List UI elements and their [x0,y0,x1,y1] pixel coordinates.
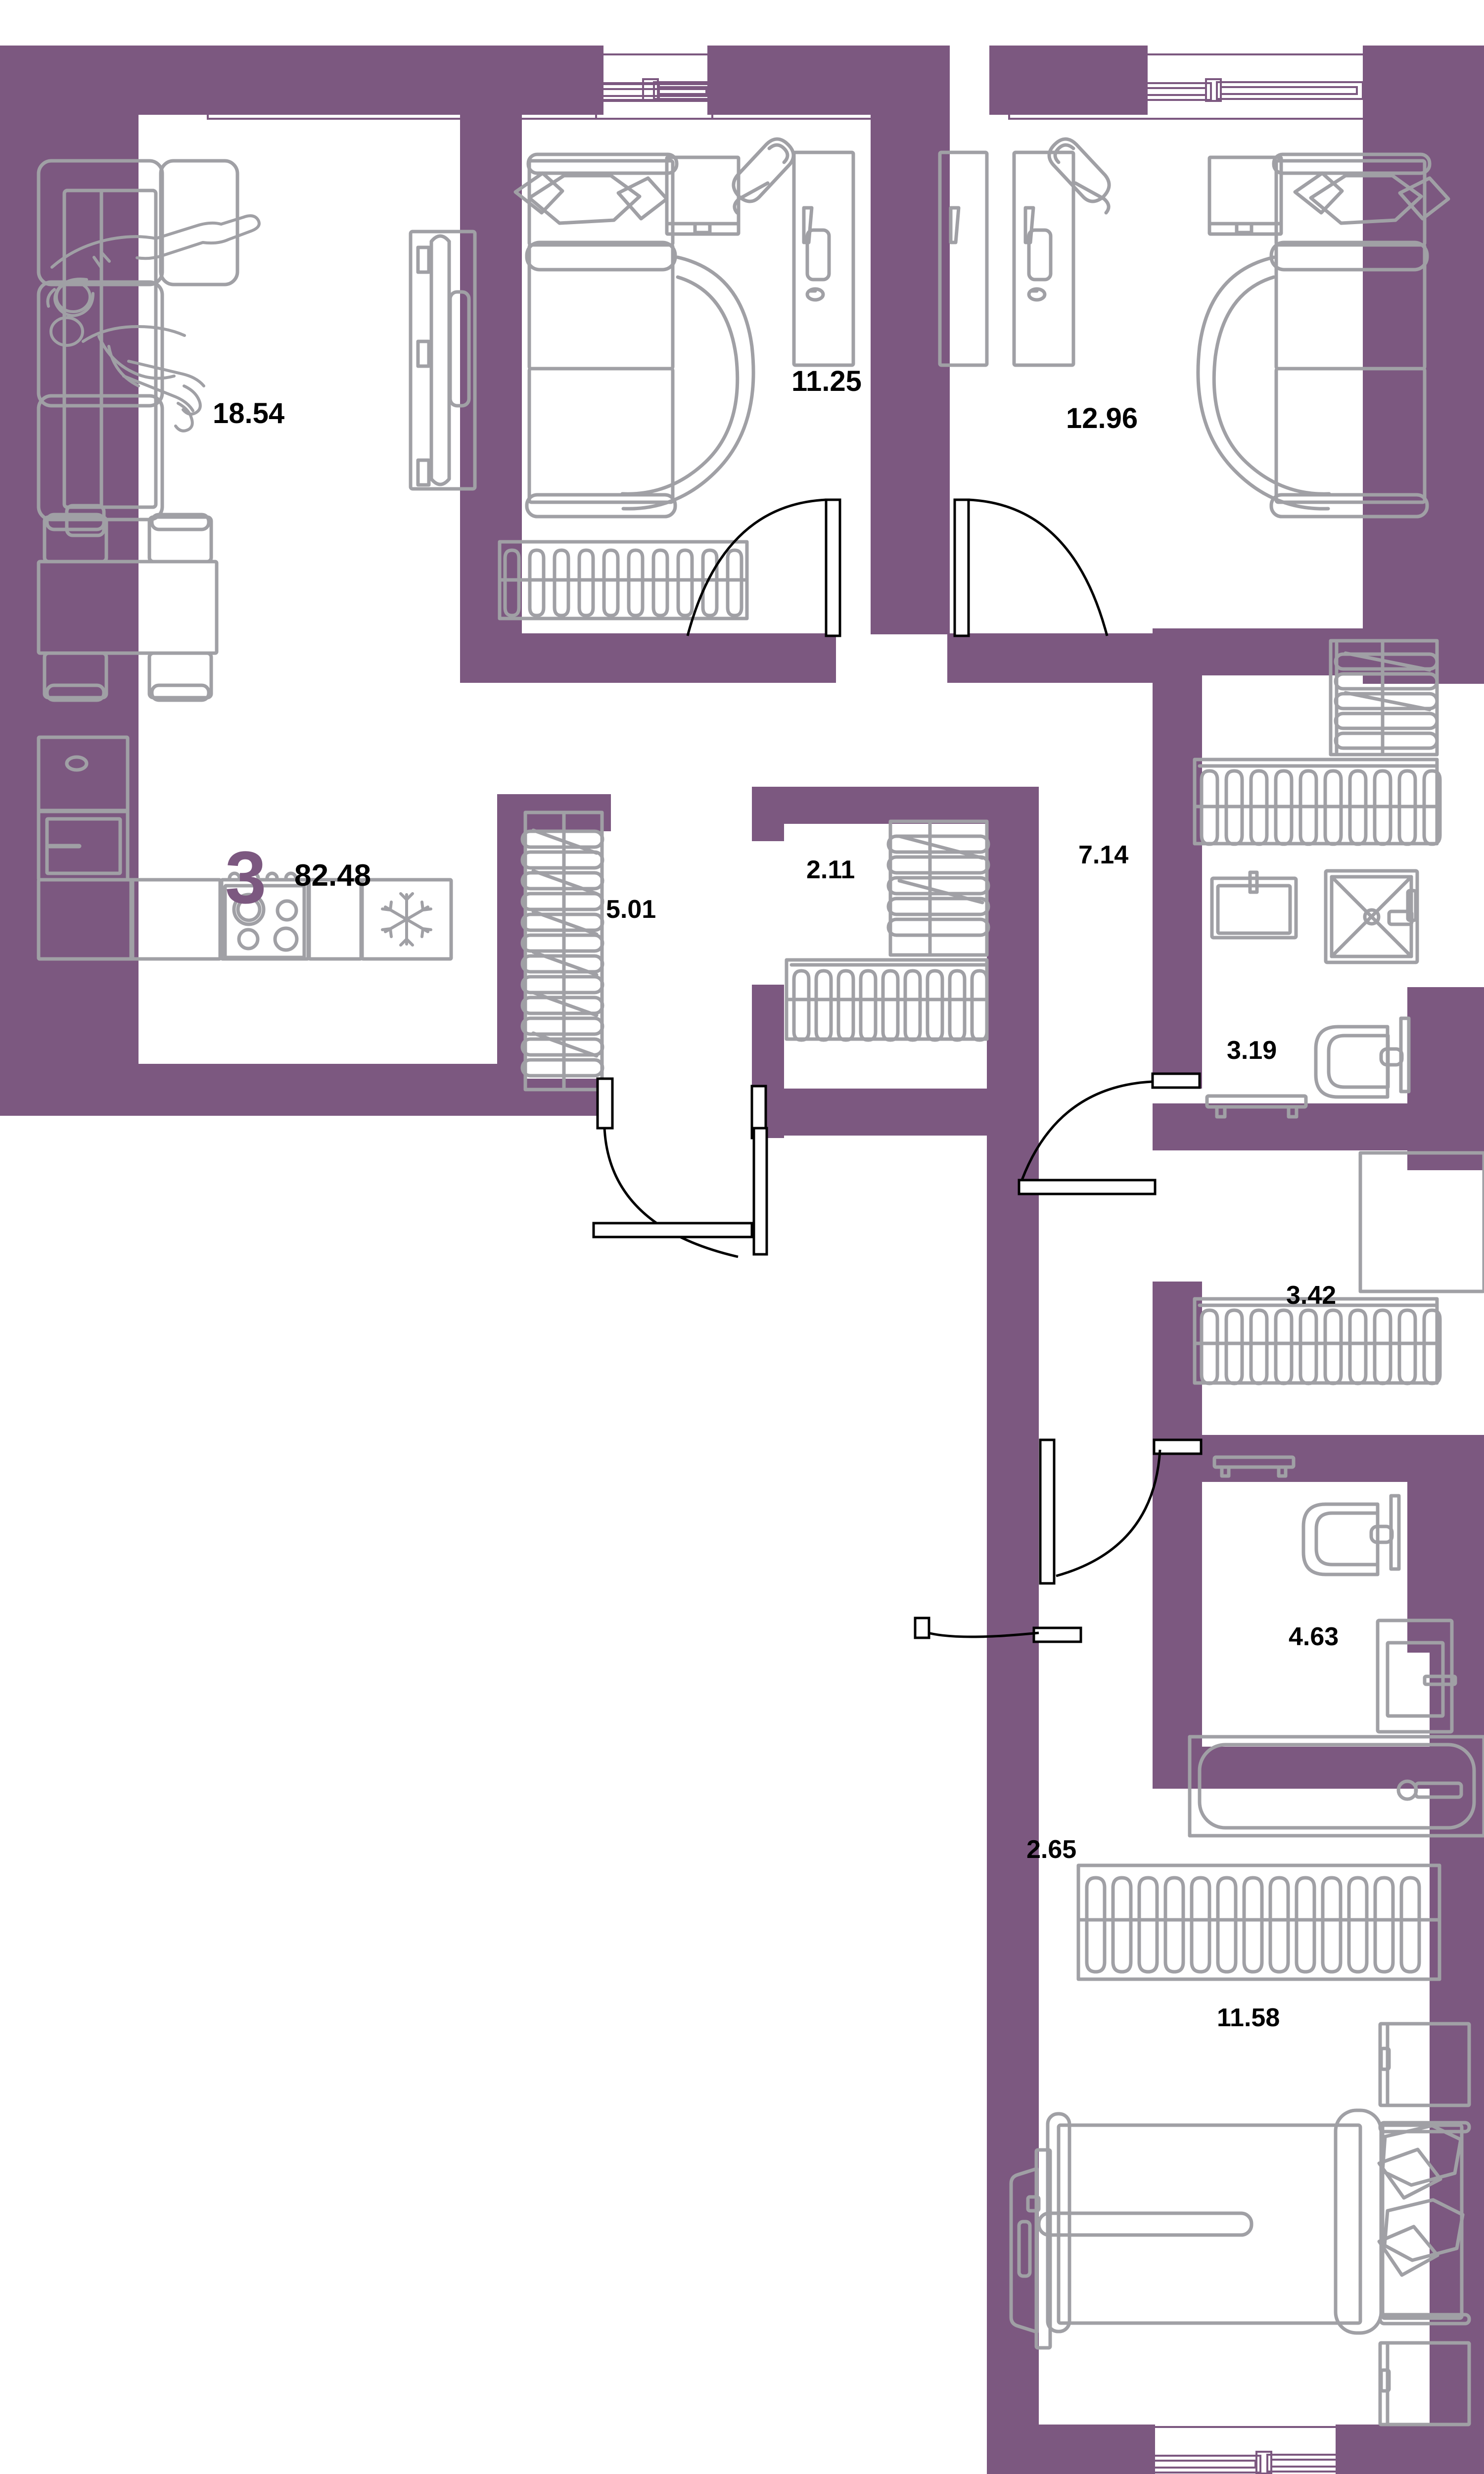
sofa-icon [37,159,239,537]
wall-br2-bottom [460,633,836,683]
room-area-closet2: 2.11 [806,856,855,884]
bed-icon-bedroom2 [513,152,755,519]
door-swing-icon-closet1 [592,1077,753,1258]
wall-closet2-left-stub [752,787,784,841]
sink-drain-icon [65,755,89,772]
room-area-bathroom: 4.63 [1289,1622,1339,1651]
nightstand-icon-bedroom2 [665,155,741,236]
wall-between-br2-br3 [871,46,950,634]
wall-closet1-left [497,794,527,1116]
bed-icon-bedroom3 [1196,152,1450,519]
nightstand-icon-bedroom3 [1207,155,1283,236]
door-swing-icon-closet2 [750,1085,768,1256]
toilet-icon-bath [1301,1494,1401,1576]
fridge-icon [360,878,453,961]
nightstand-icon-master-top [1378,2022,1471,2107]
kitchen-counter [37,735,453,961]
radiator-icon-bedroom2 [498,540,749,620]
window-icon-bedroom2 [549,53,892,120]
wall-closet1-bottom [497,1079,611,1116]
wall-bath-right-pier [1407,1455,1484,1653]
dining-table-icon [37,513,219,702]
wardrobe-icon-bedroom3 [1329,639,1439,757]
room-area-bedroom2: 11.25 [791,365,862,397]
wall-bath-left [1153,1482,1202,1759]
radiator-icon-master [1076,1863,1441,1981]
wall-br3-bottom [947,633,1190,683]
room-area-hall: 7.14 [1078,841,1128,869]
door-swing-icon-master [914,1617,1082,1643]
wall-wc-right-pier [1407,987,1484,1170]
wall-closet2-top [752,787,1019,824]
snowflake-icon [381,892,432,947]
room-area-living: 18.54 [213,397,284,429]
furniture-layer [37,137,1484,2426]
wall-master-bl-corner [987,2425,1041,2474]
desk-icon-bedroom3 [938,150,1075,367]
wall-living-bottom [0,1064,524,1116]
wall-pier-b [707,46,885,115]
wardrobe-icon-closet2-vertical [886,819,990,957]
wall-hall-right [1153,628,1202,1089]
wall-exterior-left [0,46,139,1114]
wall-hall-top [1153,628,1365,675]
wall-pier-c [989,46,1148,115]
room-area-storage: 3.42 [1286,1281,1336,1310]
doors-layer [592,498,1203,1643]
room-area-bedroom3: 12.96 [1066,402,1138,434]
door-swing-icon-bath [1039,1438,1203,1585]
bathtub-icon [1188,1735,1484,1838]
door-swing-icon-bedroom3 [953,498,1109,637]
chair-icon-bedroom2 [732,137,795,215]
shower-icon-wc [1324,869,1419,964]
nightstand-icon-master-bottom [1378,2341,1471,2426]
door-swing-icon-bedroom2 [686,498,841,637]
washing-machine-icon [1358,1151,1484,1293]
chair-icon-bedroom3 [1047,137,1111,215]
radiator-icon-hall-upper [1193,758,1442,846]
labels-layer: 18.54 11.25 12.96 5.01 2.11 7.14 3.19 3.… [213,365,1339,2032]
walls-layer [0,46,1484,2474]
wardrobe-icon-closet1 [520,810,604,1092]
wall-master-bottom-right [1336,2425,1484,2474]
wardrobe-icon-closet2-horizontal [785,958,989,1042]
tv-icon-master [1009,2148,1052,2350]
window-icon-master [1067,2426,1357,2474]
tv-icon [409,230,477,491]
room-area-corridor: 2.65 [1026,1835,1076,1864]
towel-rail-icon-bath [1212,1455,1296,1478]
washbasin-icon-wc [1210,870,1298,940]
toilet-icon-wc [1314,1016,1411,1099]
room-area-master: 11.58 [1217,2003,1280,2032]
total-area-badge: 82.48 [294,858,371,893]
room-area-wc: 3.19 [1227,1036,1277,1065]
window-reveals [207,53,1366,2474]
room-count-badge: 3 [225,836,266,919]
wall-exterior-top-left [0,46,480,115]
bed-icon-master [1037,2108,1471,2335]
washbasin-icon-bath [1376,1618,1457,1734]
wall-closet2-bottom [752,1089,1019,1136]
door-swing-icon-wc [1018,1072,1201,1195]
towel-rail-icon-wc [1205,1094,1308,1119]
window-icon-bedroom3 [1008,53,1366,120]
desk-icon-bedroom2 [792,150,855,367]
radiator-icon-storage [1193,1297,1442,1385]
person-icon [46,214,261,432]
room-area-closet1: 5.01 [606,895,656,924]
